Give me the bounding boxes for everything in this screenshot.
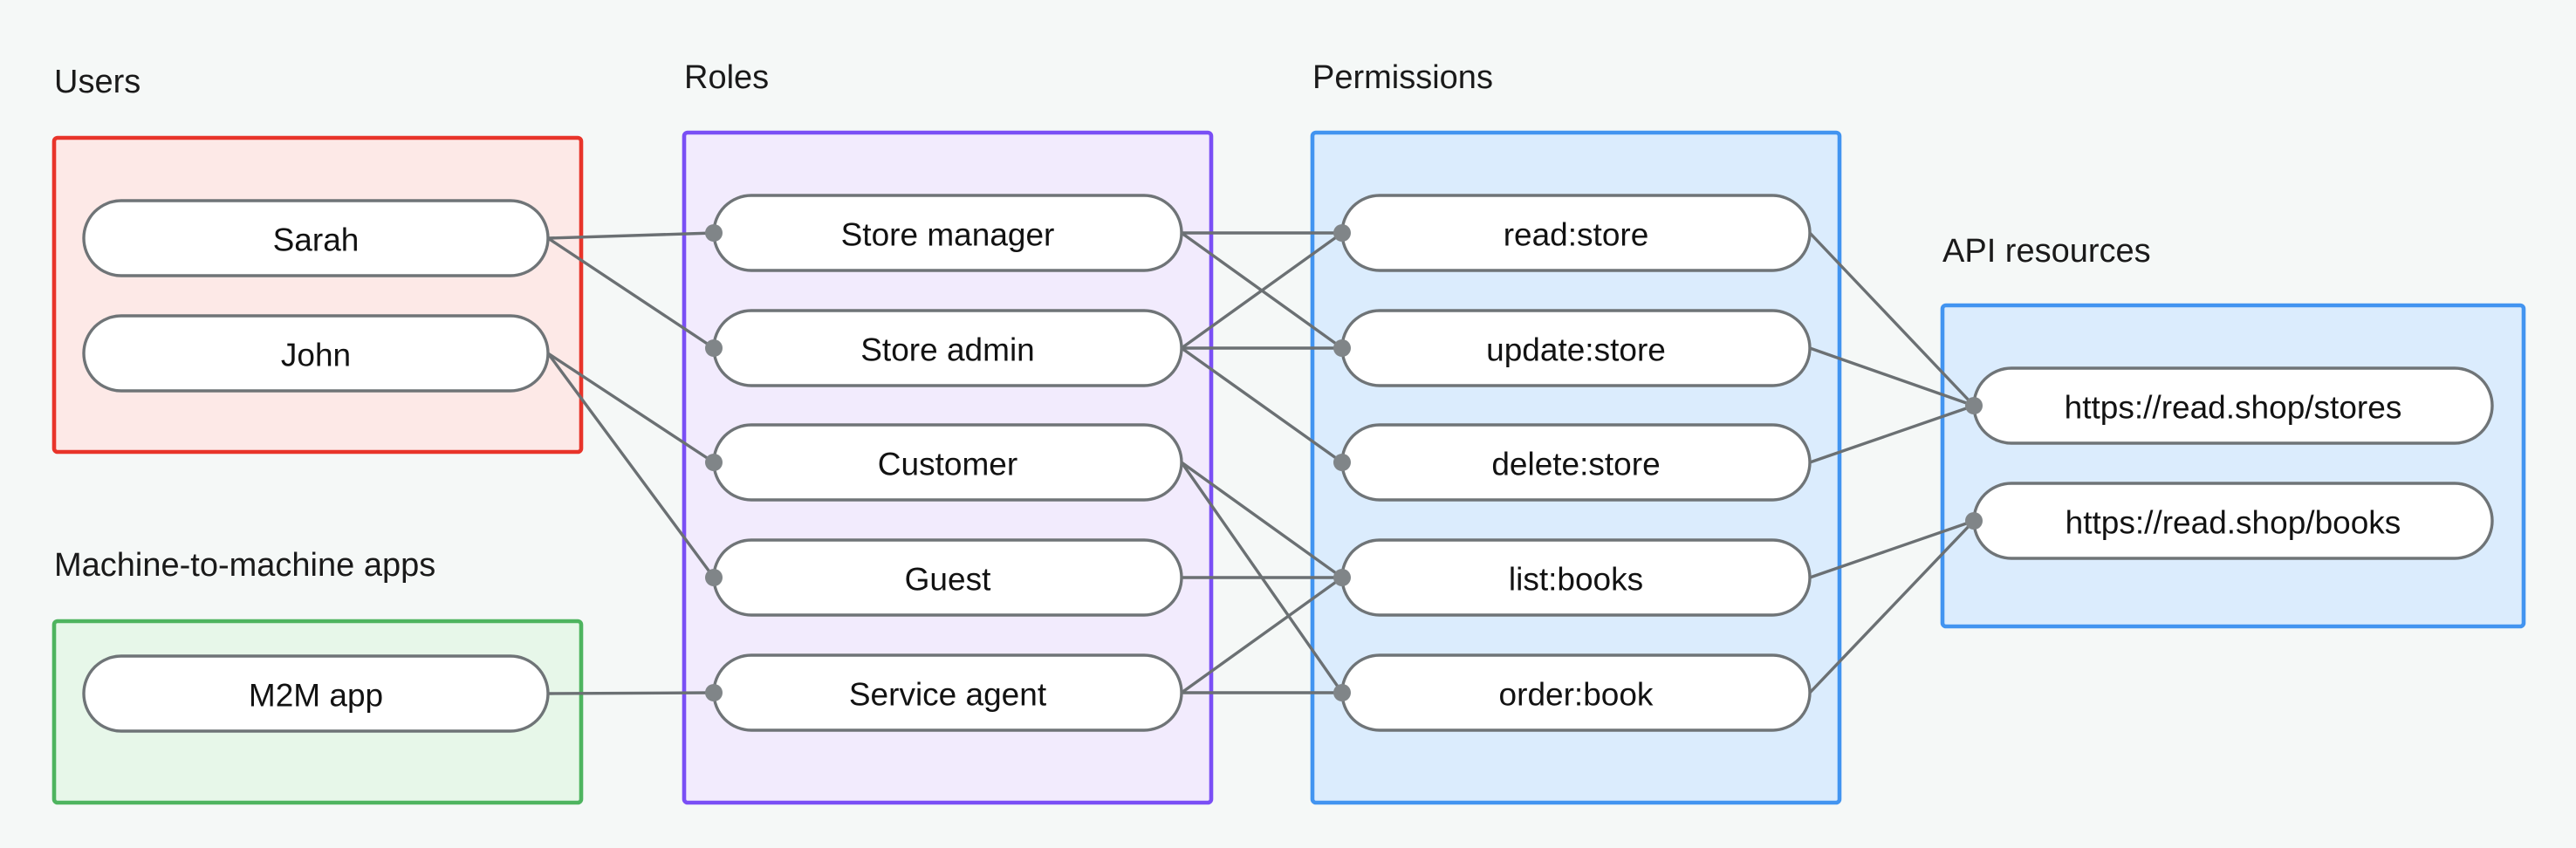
edge-endpoint-dot-delete_store [1333,454,1351,471]
node-res_books[interactable]: https://read.shop/books [1972,482,2494,560]
node-customer[interactable]: Customer [712,423,1183,502]
node-shape-john[interactable] [82,314,550,393]
group-box-api [1940,303,2526,629]
node-label-store_admin: Store admin [860,332,1035,368]
node-m2mapp[interactable]: M2M app [82,654,550,733]
node-sarah[interactable]: Sarah [82,199,550,277]
edge-m2mapp-to-service_agent [547,691,715,695]
node-guest[interactable]: Guest [712,538,1183,617]
edge-endpoint-dot-customer [705,454,723,471]
edge-sarah-to-store_manager [547,231,715,240]
node-label-m2mapp: M2M app [249,678,383,714]
node-shape-m2mapp[interactable] [82,654,550,733]
group-label-permissions: Permissions [1312,59,1493,96]
node-store_admin[interactable]: Store admin [712,309,1183,387]
node-update_store[interactable]: update:store [1340,309,1812,387]
group-label-m2m: Machine-to-machine apps [54,547,435,584]
node-label-list_books: list:books [1509,562,1643,598]
node-label-store_manager: Store manager [841,217,1055,253]
edge-john-to-customer [547,352,715,464]
edge-endpoint-dots-layer [705,224,1983,701]
edge-sarah-to-store_admin [547,236,715,350]
edge-endpoint-dot-service_agent [705,684,723,701]
node-delete_store[interactable]: delete:store [1340,423,1812,502]
edge-endpoint-dot-store_manager [705,224,723,242]
edge-customer-to-list_books [1181,461,1343,579]
edge-store_admin-to-delete_store [1181,346,1343,464]
node-label-read_store: read:store [1504,217,1649,253]
edge-endpoint-dot-read_store [1333,224,1351,242]
group-label-users: Users [54,64,140,100]
node-read_store[interactable]: read:store [1340,194,1812,272]
edge-endpoint-dot-guest [705,569,723,586]
group-box-users [51,135,584,455]
node-shape-sarah[interactable] [82,199,550,277]
node-list_books[interactable]: list:books [1340,538,1812,617]
edge-john-to-guest [546,352,716,579]
edge-order_book-to-res_books [1808,519,1976,694]
edge-endpoint-dot-res_stores [1965,397,1983,414]
edge-delete_store-to-res_stores [1809,404,1975,464]
edge-endpoint-dot-list_books [1333,569,1351,586]
edge-endpoint-dot-store_admin [705,339,723,357]
node-label-sarah: Sarah [273,222,360,258]
group-label-api: API resources [1942,233,2151,270]
group-label-roles: Roles [684,59,769,96]
node-label-john: John [281,338,351,373]
node-order_book[interactable]: order:book [1340,653,1812,732]
node-store_manager[interactable]: Store manager [712,194,1183,272]
node-label-guest: Guest [905,562,991,598]
node-label-service_agent: Service agent [849,677,1047,713]
node-label-delete_store: delete:store [1491,447,1660,482]
edge-store_admin-to-read_store [1181,231,1343,350]
edge-endpoint-dot-res_books [1965,512,1983,530]
edge-endpoint-dot-order_book [1333,684,1351,701]
edge-endpoint-dot-update_store [1333,339,1351,357]
edge-service_agent-to-list_books [1181,576,1343,694]
node-label-update_store: update:store [1486,332,1666,368]
node-label-order_book: order:book [1499,677,1654,713]
node-service_agent[interactable]: Service agent [712,653,1183,732]
node-label-res_stores: https://read.shop/stores [2065,390,2402,426]
node-label-customer: Customer [878,447,1017,482]
edge-read_store-to-res_stores [1808,231,1976,407]
node-label-res_books: https://read.shop/books [2066,505,2401,541]
node-john[interactable]: John [82,314,550,393]
connector-edges-layer [546,231,1976,695]
edge-list_books-to-res_books [1809,519,1975,579]
node-res_stores[interactable]: https://read.shop/stores [1972,366,2494,445]
edge-update_store-to-res_stores [1809,346,1975,407]
